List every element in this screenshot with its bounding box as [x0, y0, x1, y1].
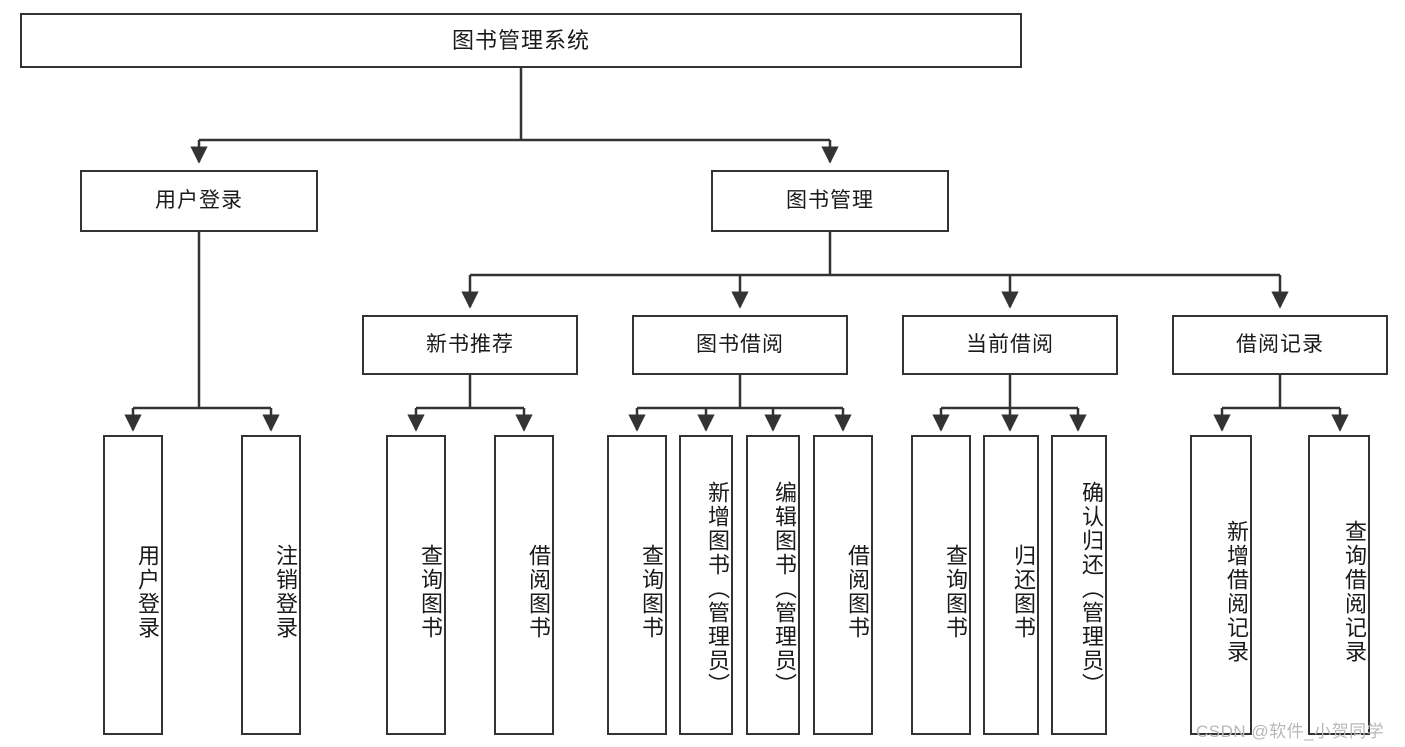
node-current-borrowing[interactable]: 当前借阅 [902, 315, 1118, 375]
leaf-edit-book-admin[interactable]: 编辑图书（管理员） [746, 435, 800, 735]
leaf-query-books-recommendation[interactable]: 查询图书 [386, 435, 446, 735]
leaf-query-books-borrowing[interactable]: 查询图书 [607, 435, 667, 735]
leaf-borrow-books-borrowing[interactable]: 借阅图书 [813, 435, 873, 735]
leaf-return-books[interactable]: 归还图书 [983, 435, 1039, 735]
leaf-query-books-current[interactable]: 查询图书 [911, 435, 971, 735]
node-root-book-management-system[interactable]: 图书管理系统 [20, 13, 1022, 68]
node-borrowing-records[interactable]: 借阅记录 [1172, 315, 1388, 375]
leaf-logout[interactable]: 注销登录 [241, 435, 301, 735]
leaf-add-borrowing-record[interactable]: 新增借阅记录 [1190, 435, 1252, 735]
node-book-management[interactable]: 图书管理 [711, 170, 949, 232]
leaf-user-login[interactable]: 用户登录 [103, 435, 163, 735]
leaf-query-borrowing-record[interactable]: 查询借阅记录 [1308, 435, 1370, 735]
node-book-borrowing[interactable]: 图书借阅 [632, 315, 848, 375]
leaf-borrow-books-recommendation[interactable]: 借阅图书 [494, 435, 554, 735]
csdn-watermark: CSDN @软件_小贺同学 [1196, 722, 1385, 741]
node-user-login[interactable]: 用户登录 [80, 170, 318, 232]
leaf-confirm-return-admin[interactable]: 确认归还（管理员） [1051, 435, 1107, 735]
leaf-add-book-admin[interactable]: 新增图书（管理员） [679, 435, 733, 735]
node-new-book-recommendation[interactable]: 新书推荐 [362, 315, 578, 375]
